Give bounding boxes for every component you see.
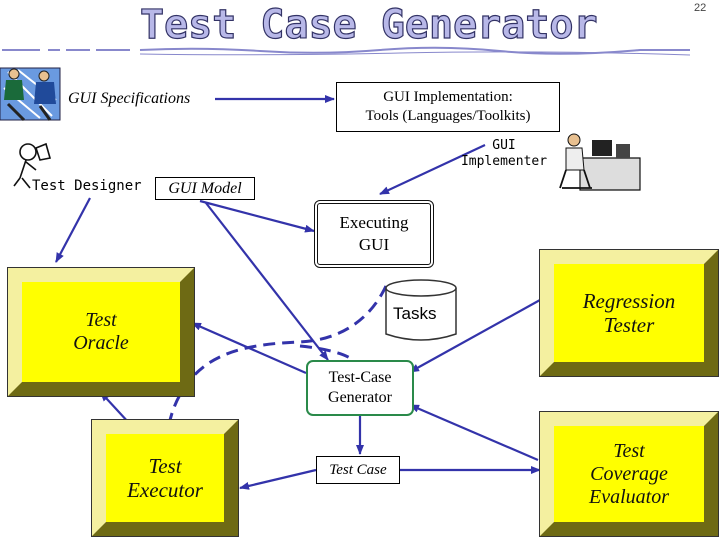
test-executor-line1: Test (148, 453, 182, 478)
tasks-cylinder (385, 279, 457, 341)
gui-implementation-line1: GUI Implementation: (383, 88, 513, 105)
arrow-testcase-to-executor (239, 468, 317, 490)
arrow-coverage-to-generator (409, 403, 539, 462)
test-designer-label: Test Designer (32, 178, 142, 194)
gui-specifications-label: GUI Specifications (68, 90, 191, 107)
gui-implementer-line1: GUI (492, 138, 516, 153)
tasks-label: Tasks (393, 304, 437, 323)
gui-model-label: GUI Model (168, 179, 242, 197)
test-case-generator-line2: Generator (328, 389, 392, 406)
executing-gui-line2: GUI (358, 235, 390, 254)
gui-model-box: GUI Model (155, 177, 255, 200)
test-case-label: Test Case (329, 461, 387, 478)
arrow-regression-to-generator (409, 299, 541, 373)
arrow-implementer-to-executing (379, 144, 486, 195)
gui-implementation-box: GUI Implementation: Tools (Languages/Too… (336, 82, 560, 132)
coverage-evaluator-box: Test Coverage Evaluator (539, 411, 719, 537)
coverage-evaluator-line3: Evaluator (589, 485, 669, 508)
regression-tester-box: Regression Tester (539, 249, 719, 377)
arrow-model-to-generator (205, 202, 329, 361)
dashed-tasks-to-generator (299, 344, 351, 360)
arrow-model-to-executing (199, 199, 315, 233)
page-title: Test Case Generator (139, 1, 598, 48)
test-executor-box: Test Executor (91, 419, 239, 537)
arrow-designer-to-oracle (55, 197, 91, 263)
title-underline (2, 46, 691, 56)
test-case-generator-box: Test-Case Generator (306, 360, 414, 416)
gui-implementer-line2: Implementer (460, 154, 548, 170)
coverage-evaluator-line1: Test (613, 439, 645, 462)
test-oracle-line2: Oracle (73, 332, 129, 354)
page-number: 22 (694, 2, 707, 14)
test-oracle-line1: Test (85, 309, 117, 331)
people-clipart-icon (0, 67, 61, 122)
test-oracle-box: Test Oracle (7, 267, 195, 397)
test-designer-icon (13, 142, 52, 189)
gui-implementation-line2: Tools (Languages/Toolkits) (365, 108, 531, 124)
regression-tester-line1: Regression (582, 288, 676, 313)
test-executor-line2: Executor (127, 478, 203, 502)
gui-implementer-label: GUI Implementer (454, 138, 554, 171)
test-case-box: Test Case (316, 456, 400, 484)
executing-gui-line1: Executing (339, 212, 409, 232)
coverage-evaluator-line2: Coverage (590, 462, 668, 485)
test-case-generator-line1: Test-Case (328, 369, 392, 386)
regression-tester-line2: Tester (603, 313, 655, 337)
implementer-icon (559, 133, 641, 191)
executing-gui-box: Executing GUI (314, 200, 434, 268)
